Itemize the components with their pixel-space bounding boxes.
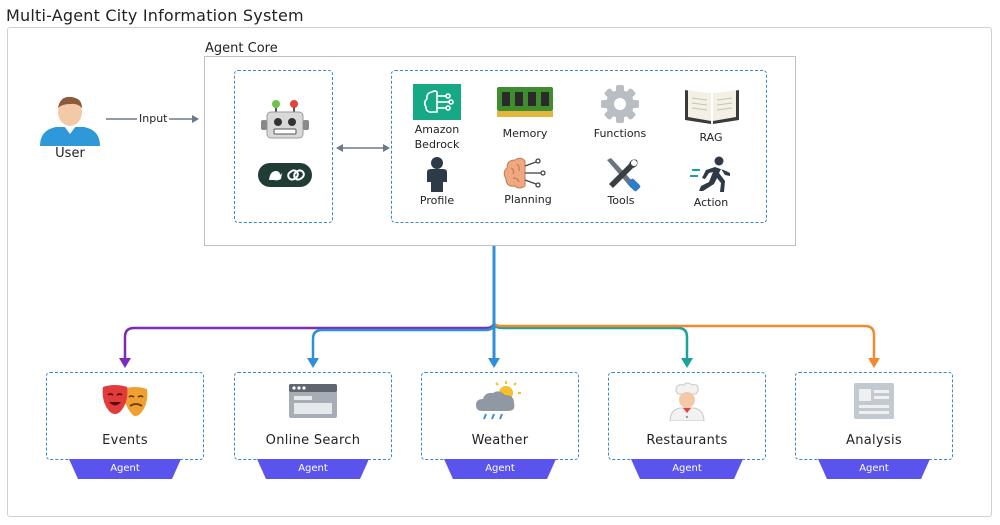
connector-restaurants — [492, 321, 689, 360]
chef-icon — [666, 381, 708, 421]
tool-label-rag: RAG — [699, 131, 723, 144]
agent-name-events: Events — [102, 433, 148, 448]
theater-masks-icon — [101, 383, 151, 421]
agent-tag-analysis: Agent — [818, 459, 930, 479]
user-label: User — [55, 146, 85, 161]
agent-name-online-search: Online Search — [265, 433, 361, 448]
memory-chip-icon — [496, 85, 554, 119]
tool-label-tools: Tools — [607, 194, 635, 207]
arrowhead-analysis — [868, 358, 880, 368]
arrowhead-restaurants — [681, 358, 693, 368]
arrowhead-events — [119, 358, 131, 368]
robot-icon — [259, 98, 311, 140]
bedrock-icon — [413, 84, 461, 120]
langchain-icon — [258, 163, 312, 187]
diagram-title: Multi-Agent City Information System — [6, 6, 304, 25]
agent-tag-events: Agent — [69, 459, 181, 479]
agent-tag-online-search: Agent — [257, 459, 369, 479]
arrowhead-online-search — [307, 358, 319, 368]
agent-name-restaurants: Restaurants — [646, 433, 728, 448]
agent-name-weather: Weather — [471, 433, 529, 448]
tool-label-functions: Functions — [593, 127, 647, 140]
book-icon — [683, 86, 741, 126]
wrench-screwdriver-icon — [601, 156, 643, 192]
tool-label-profile: Profile — [419, 194, 455, 207]
user-icon — [38, 94, 102, 146]
capabilities-box — [391, 70, 767, 223]
tool-label-planning: Planning — [504, 193, 552, 206]
arrowhead-weather — [488, 358, 500, 368]
agent-tag-restaurants: Agent — [631, 459, 743, 479]
connector-events — [123, 321, 496, 360]
core-link-arrow — [336, 144, 390, 152]
agent-name-analysis: Analysis — [846, 433, 902, 448]
tool-label-action: Action — [693, 196, 729, 209]
person-icon — [422, 156, 452, 192]
agent-tag-weather: Agent — [444, 459, 556, 479]
runner-icon — [690, 156, 734, 194]
document-icon — [854, 383, 894, 419]
tool-label-bedrock: Amazon Bedrock — [414, 123, 460, 151]
browser-window-icon — [289, 384, 337, 418]
brain-icon — [501, 154, 551, 192]
system-frame — [7, 27, 992, 517]
agent-core-label: Agent Core — [205, 41, 278, 56]
gear-icon — [598, 84, 642, 124]
weather-cloud-icon — [474, 381, 524, 421]
input-label: Input — [137, 112, 170, 125]
llm-box — [234, 70, 333, 223]
tool-label-memory: Memory — [502, 127, 548, 140]
